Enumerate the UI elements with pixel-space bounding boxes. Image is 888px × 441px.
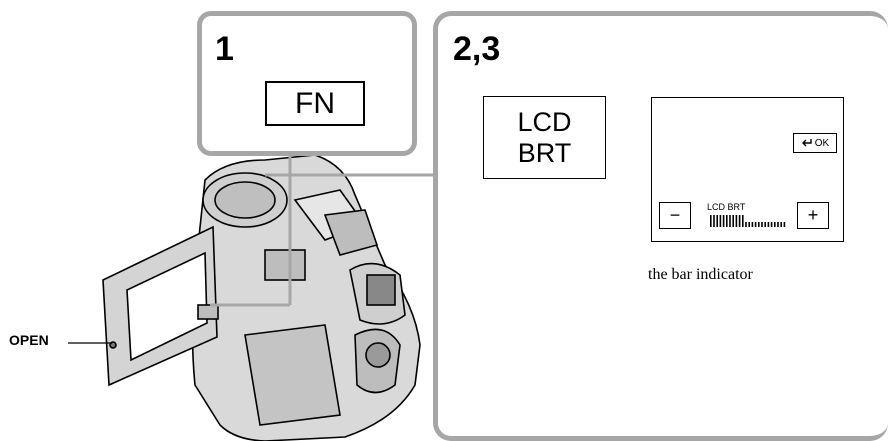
open-label: OPEN: [9, 332, 49, 348]
plus-button[interactable]: +: [797, 202, 829, 229]
bar-segment-empty: [758, 222, 760, 227]
ok-label: OK: [814, 137, 830, 149]
brightness-bar-indicator: [710, 215, 786, 227]
bar-segment-empty: [761, 222, 763, 227]
bar-segment-filled: [713, 215, 715, 227]
bar-segment-filled: [722, 215, 725, 227]
lcd-brt-line1: LCD: [517, 106, 572, 137]
bar-segment-empty: [777, 222, 779, 227]
bar-segment-filled: [716, 215, 718, 227]
bar-segment-filled: [735, 215, 738, 227]
bar-segment-empty: [745, 222, 747, 227]
bar-segment-filled: [719, 215, 722, 227]
bar-segment-filled: [729, 215, 731, 227]
fn-button[interactable]: FN: [265, 81, 365, 126]
lcd-brt-button[interactable]: LCD BRT: [483, 96, 606, 179]
lcd-brt-line2: BRT: [517, 137, 572, 168]
step-1-number: 1: [215, 30, 234, 68]
bar-segment-empty: [780, 222, 782, 227]
step-2-3-number: 2,3: [453, 30, 501, 68]
bar-segment-empty: [754, 222, 757, 227]
bar-segment-filled: [710, 215, 712, 227]
bar-segment-empty: [751, 222, 754, 227]
bar-segment-empty: [783, 222, 786, 227]
bar-segment-filled: [732, 215, 734, 227]
bar-segment-filled: [738, 215, 741, 227]
bar-segment-filled: [726, 215, 728, 227]
bar-segment-empty: [767, 222, 770, 227]
bar-segment-empty: [764, 222, 766, 227]
lcd-brt-bar-label: LCD BRT: [707, 202, 746, 212]
bar-segment-empty: [770, 222, 773, 227]
bar-segment-filled: [742, 215, 744, 227]
return-arrow-icon: [801, 139, 812, 147]
ok-button[interactable]: OK: [793, 133, 837, 153]
bar-segment-empty: [748, 222, 750, 227]
minus-button[interactable]: −: [659, 202, 691, 229]
camcorder-illustration: [102, 155, 421, 441]
bar-segment-empty: [774, 222, 776, 227]
bar-indicator-caption: the bar indicator: [648, 266, 753, 283]
